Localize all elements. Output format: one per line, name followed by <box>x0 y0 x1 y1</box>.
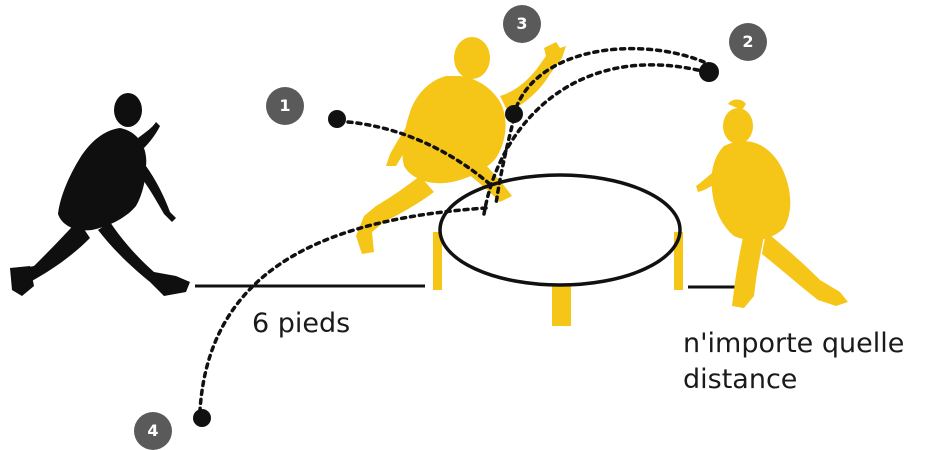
ball-position-3 <box>505 105 523 123</box>
step-badge-3-label: 3 <box>516 14 527 33</box>
ball-trajectories <box>198 46 708 412</box>
spikeball-net <box>433 173 683 326</box>
step-badge-3: 3 <box>503 5 541 43</box>
ball-position-1 <box>328 110 346 128</box>
hitting-player-silhouette <box>356 37 566 254</box>
net-leg-right <box>674 232 683 290</box>
net-leg-center <box>552 286 571 326</box>
step-badge-2-label: 2 <box>742 32 753 51</box>
net-rim <box>438 173 682 287</box>
net-leg-left <box>433 232 442 290</box>
step-badge-2: 2 <box>729 23 767 61</box>
trajectory-serve <box>346 120 494 188</box>
step-badge-1-label: 1 <box>279 96 290 115</box>
any-distance-label-line2: distance <box>683 364 798 395</box>
balls <box>193 62 719 427</box>
ball-position-4 <box>193 409 211 427</box>
trajectory-3-to-net <box>494 116 516 206</box>
trajectory-net-to-4 <box>198 206 488 412</box>
step-badge-4: 4 <box>134 412 172 450</box>
partner-player-silhouette <box>696 99 848 308</box>
six-feet-label: 6 pieds <box>252 308 351 339</box>
any-distance-label-line1: n'importe quelle <box>683 328 905 359</box>
receiving-player-silhouette <box>10 93 190 296</box>
trajectory-serve-to-2 <box>482 63 708 216</box>
step-badge-1: 1 <box>266 87 304 125</box>
ball-position-2 <box>699 62 719 82</box>
step-badge-4-label: 4 <box>147 421 158 440</box>
trajectory-2-to-3 <box>514 46 706 110</box>
